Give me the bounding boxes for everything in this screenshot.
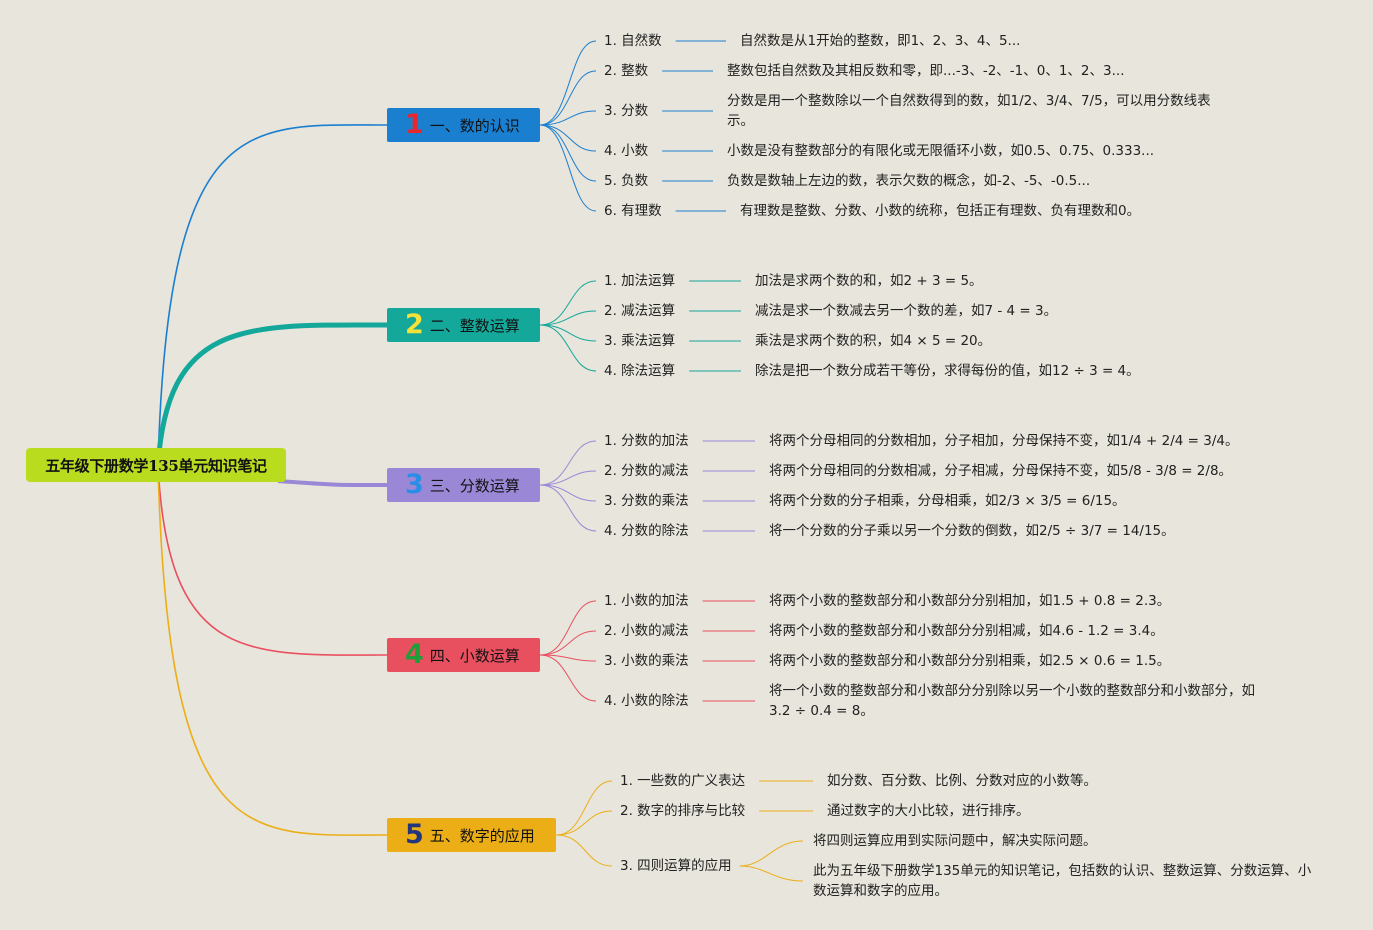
sub-item[interactable]: 4. 小数 <box>604 143 649 159</box>
sub-item[interactable]: 2. 小数的减法 <box>604 623 689 639</box>
item-description: 有理数是整数、分数、小数的统称，包括正有理数、负有理数和0。 <box>740 203 1141 219</box>
connector <box>539 124 597 212</box>
sub-item[interactable]: 1. 一些数的广义表达 <box>620 773 746 789</box>
sub-item[interactable]: 3. 分数的乘法 <box>604 493 689 509</box>
branch-label: 一、数的认识 <box>429 116 520 135</box>
connector <box>539 40 597 126</box>
connector <box>157 464 388 836</box>
connector <box>539 440 597 486</box>
sub-item[interactable]: 6. 有理数 <box>604 203 662 219</box>
sub-item[interactable]: 4. 除法运算 <box>604 363 676 379</box>
branch-label: 五、数字的应用 <box>429 826 535 845</box>
sub-item[interactable]: 1. 自然数 <box>604 33 662 49</box>
item-description: 负数是数轴上左边的数，表示欠数的概念，如-2、-5、-0.5... <box>727 173 1091 189</box>
sub-item[interactable]: 1. 加法运算 <box>604 273 676 289</box>
item-description: 小数是没有整数部分的有限化或无限循环小数，如0.5、0.75、0.333... <box>727 143 1155 159</box>
connector <box>539 470 597 486</box>
item-description: 将一个小数的整数部分和小数部分分别除以另一个小数的整数部分和小数部分，如3.2 … <box>769 683 1255 719</box>
connector <box>555 810 613 836</box>
branch-label: 二、整数运算 <box>429 316 520 335</box>
branch-node-4[interactable]: 4 四、小数运算 <box>387 638 540 672</box>
item-description: 如分数、百分数、比例、分数对应的小数等。 <box>827 773 1097 789</box>
branch-number: 4 <box>405 639 424 670</box>
branch-node-5[interactable]: 5 五、数字的应用 <box>387 818 556 852</box>
item-description: 将两个小数的整数部分和小数部分分别相乘，如2.5 × 0.6 = 1.5。 <box>769 653 1171 669</box>
connector <box>277 479 388 487</box>
sub-item[interactable]: 3. 乘法运算 <box>604 333 676 349</box>
sub-item[interactable]: 5. 负数 <box>604 173 649 189</box>
branch-label: 三、分数运算 <box>429 476 520 495</box>
sub-item[interactable]: 4. 分数的除法 <box>604 523 689 539</box>
connector <box>539 124 597 182</box>
connector <box>539 630 597 656</box>
connector <box>539 654 597 662</box>
item-description: 加法是求两个数的和，如2 + 3 = 5。 <box>755 273 983 289</box>
item-description: 将两个分数的分子相乘，分母相乘，如2/3 × 3/5 = 6/15。 <box>769 493 1126 509</box>
sub-item[interactable]: 1. 分数的加法 <box>604 433 689 449</box>
connector <box>157 464 388 656</box>
branch-label: 四、小数运算 <box>429 646 520 665</box>
connector <box>739 865 804 882</box>
item-description: 将两个分母相同的分数相减，分子相减，分母保持不变，如5/8 - 3/8 = 2/… <box>769 463 1233 479</box>
connector <box>539 654 597 702</box>
sub-item[interactable]: 2. 数字的排序与比较 <box>620 803 746 819</box>
connector <box>555 780 613 836</box>
item-description: 此为五年级下册数学135单元的知识笔记，包括数的认识、整数运算、分数运算、小数运… <box>813 863 1312 899</box>
sub-item[interactable]: 2. 分数的减法 <box>604 463 689 479</box>
item-description: 自然数是从1开始的整数，即1、2、3、4、5... <box>740 33 1021 49</box>
connector <box>539 70 597 126</box>
connector <box>539 110 597 126</box>
item-description: 除法是把一个数分成若干等份，求得每份的值，如12 ÷ 3 = 4。 <box>755 363 1140 379</box>
item-description: 通过数字的大小比较，进行排序。 <box>827 803 1030 819</box>
sub-item[interactable]: 1. 小数的加法 <box>604 593 689 609</box>
item-description: 乘法是求两个数的积，如4 × 5 = 20。 <box>755 333 992 349</box>
sub-item[interactable]: 3. 四则运算的应用 <box>620 858 732 874</box>
branch-node-1[interactable]: 1 一、数的认识 <box>387 108 540 142</box>
connector <box>739 840 804 867</box>
connector <box>539 310 597 326</box>
branch-node-2[interactable]: 2 二、整数运算 <box>387 308 540 342</box>
branch-node-3[interactable]: 3 三、分数运算 <box>387 468 540 502</box>
item-description: 减法是求一个数减去另一个数的差，如7 - 4 = 3。 <box>755 303 1058 319</box>
connector <box>539 484 597 532</box>
connector <box>157 124 388 466</box>
item-description: 将一个分数的分子乘以另一个分数的倒数，如2/5 ÷ 3/7 = 14/15。 <box>769 523 1175 539</box>
sub-item[interactable]: 2. 整数 <box>604 63 649 79</box>
item-description: 分数是用一个整数除以一个自然数得到的数，如1/2、3/4、7/5，可以用分数线表… <box>727 93 1211 129</box>
connector <box>539 484 597 502</box>
connector <box>555 834 613 867</box>
branch-number: 1 <box>405 109 424 140</box>
sub-item[interactable]: 4. 小数的除法 <box>604 693 689 709</box>
sub-item[interactable]: 3. 分数 <box>604 103 649 119</box>
branch-number: 5 <box>405 819 424 850</box>
item-description: 将两个小数的整数部分和小数部分分别相减，如4.6 - 1.2 = 3.4。 <box>769 623 1164 639</box>
item-description: 将两个分母相同的分数相加，分子相加，分母保持不变，如1/4 + 2/4 = 3/… <box>769 433 1239 449</box>
branch-number: 2 <box>405 309 424 340</box>
connector <box>155 322 388 466</box>
connector <box>539 280 597 326</box>
connector <box>539 124 597 152</box>
sub-item[interactable]: 3. 小数的乘法 <box>604 653 689 669</box>
branch-number: 3 <box>405 469 424 500</box>
item-description: 整数包括自然数及其相反数和零，即...-3、-2、-1、0、1、2、3... <box>727 63 1125 79</box>
item-description: 将四则运算应用到实际问题中，解决实际问题。 <box>813 833 1097 849</box>
connector <box>539 324 597 372</box>
connector <box>539 324 597 342</box>
root-node[interactable]: 五年级下册数学135单元知识笔记 <box>26 448 286 482</box>
sub-item[interactable]: 2. 减法运算 <box>604 303 676 319</box>
connector <box>539 600 597 656</box>
item-description: 将两个小数的整数部分和小数部分分别相加，如1.5 + 0.8 = 2.3。 <box>769 593 1171 609</box>
